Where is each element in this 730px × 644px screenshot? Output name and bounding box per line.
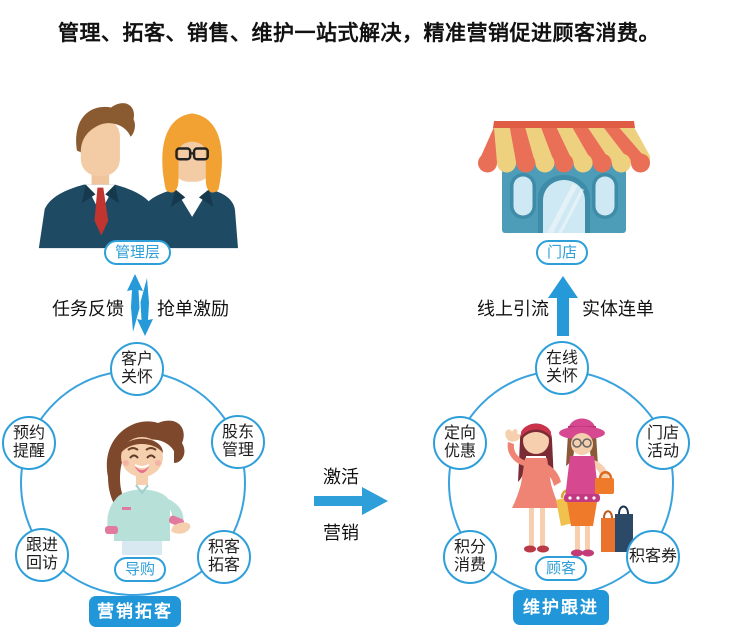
grab-order-incentive-label: 抢单激励 — [157, 299, 229, 319]
physical-linked-sales-label: 实体连单 — [582, 299, 654, 319]
customer-label: 顾客 — [535, 556, 588, 581]
business-managers-illustration — [38, 103, 238, 249]
page-title: 管理、拓客、销售、维护一站式解决，精准营销促进顾客消费。 — [58, 22, 660, 45]
shoppers-illustration — [505, 418, 633, 557]
node-store-activity: 门店 活动 — [636, 416, 690, 470]
storefront-illustration — [478, 121, 650, 235]
shopping-guide-illustration — [105, 420, 191, 555]
task-feedback-label: 任务反馈 — [52, 299, 124, 319]
guide-label: 导购 — [114, 557, 167, 582]
maintain-cycle-badge: 维护跟进 — [513, 590, 609, 625]
node-targeted-discount: 定向 优惠 — [433, 416, 487, 470]
up-arrow-icon — [548, 276, 578, 336]
node-online-care: 在线 关怀 — [535, 341, 589, 395]
up-down-arrows-icon — [127, 274, 153, 336]
management-label: 管理层 — [104, 240, 172, 265]
node-customer-coupon: 积客券 — [626, 530, 680, 584]
node-follow-up-visit: 跟进 回访 — [15, 528, 69, 582]
node-points-consumption: 积分 消费 — [443, 530, 497, 584]
right-arrow-icon — [314, 487, 388, 515]
store-label: 门店 — [536, 240, 589, 265]
node-appointment-reminder: 预约 提醒 — [2, 416, 56, 470]
node-accumulate-customers: 积客 拓客 — [197, 530, 251, 584]
activate-label: 激活 — [323, 467, 359, 487]
marketing-cycle-badge: 营销拓客 — [89, 596, 181, 627]
marketing-label: 营销 — [323, 523, 359, 543]
online-traffic-label: 线上引流 — [477, 299, 549, 319]
node-customer-care: 客户 关怀 — [110, 342, 164, 396]
node-shareholder-management: 股东 管理 — [211, 415, 265, 469]
